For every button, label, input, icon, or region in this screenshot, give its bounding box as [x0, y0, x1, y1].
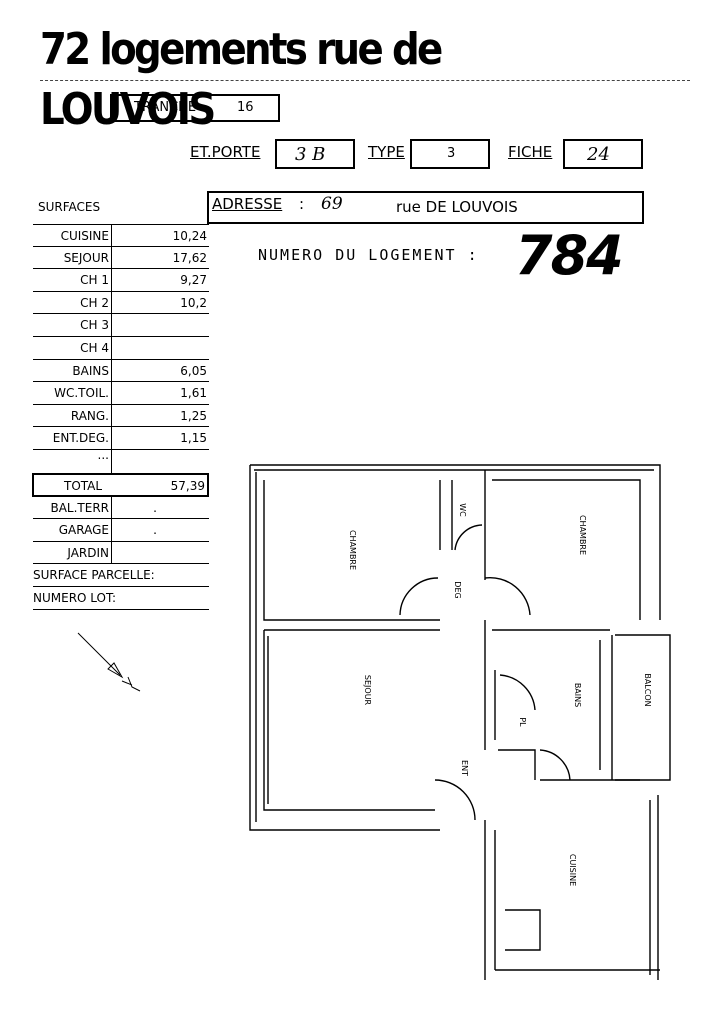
etporte-label: ET.PORTE: [190, 143, 261, 161]
table-row: CUISINE 10,24: [33, 224, 209, 247]
table-row: NUMERO LOT:: [33, 587, 209, 610]
adresse-label: ADRESSE: [212, 195, 283, 213]
fiche-box: 24: [563, 139, 643, 169]
table-row: BAL.TERR.: [33, 496, 209, 520]
table-row: ENT.DEG. 1,15: [33, 427, 209, 450]
lot-label: NUMERO LOT:: [33, 590, 117, 605]
table-row: CH 3: [33, 314, 209, 337]
room-label: BALCON: [643, 673, 652, 706]
row-value: 10,2: [180, 295, 207, 310]
tranche-box: TRANCHE 16: [110, 94, 280, 122]
row-name: BAL.TERR: [50, 500, 109, 515]
row-name: CH 2: [80, 295, 109, 310]
room-label: SEJOUR: [363, 675, 372, 706]
room-label: CUISINE: [568, 854, 577, 886]
table-row: CH 1 9,27: [33, 269, 209, 292]
adresse-number: 69: [321, 194, 343, 214]
room-label: DEG: [453, 581, 462, 598]
fiche-value: 24: [587, 144, 610, 165]
total-value: 57,39: [170, 478, 205, 493]
row-name: CH 3: [80, 318, 109, 333]
row-value: 1,25: [180, 408, 207, 423]
tranche-value: 16: [237, 100, 254, 115]
row-name: BAINS: [72, 363, 109, 378]
north-arrow-icon: [77, 632, 141, 692]
row-value: 17,62: [172, 250, 207, 265]
room-label: WC: [458, 503, 467, 517]
page-title: 72 logements rue de LOUVOIS: [40, 24, 443, 135]
total-label: TOTAL: [64, 478, 103, 493]
table-row: CH 4: [33, 336, 209, 360]
floor-plan: CHAMBRE CHAMBRE SEJOUR BAINS BALCON CUIS…: [249, 464, 671, 980]
row-value: 1,61: [180, 386, 207, 401]
type-box: 3: [410, 139, 490, 169]
row-value: .: [153, 500, 157, 515]
etporte-box: 3 B: [275, 139, 355, 169]
row-name: GARAGE: [58, 523, 109, 538]
table-row: CH 2 10,2: [33, 291, 209, 315]
fiche-label: FICHE: [508, 143, 553, 161]
table-row: RANG. 1,25: [33, 404, 209, 428]
parcelle-label: SURFACE PARCELLE:: [33, 568, 155, 583]
row-value: 1,15: [180, 431, 207, 446]
type-value: 3: [447, 146, 456, 161]
total-row: TOTAL 57,39: [32, 472, 209, 497]
surfaces-title: SURFACES: [38, 200, 101, 214]
row-name: CH 1: [80, 273, 109, 288]
row-name: CH 4: [80, 340, 109, 355]
tranche-label: TRANCHE: [134, 100, 197, 115]
row-value: 9,27: [180, 273, 207, 288]
row-value: 6,05: [180, 363, 207, 378]
etporte-value: 3 B: [295, 144, 326, 165]
table-row: WC.TOIL. 1,61: [33, 382, 209, 405]
row-name: RANG.: [70, 408, 109, 423]
logement-number: 784: [515, 224, 624, 287]
surfaces-table: CUISINE 10,24 SEJOUR 17,62 CH 1 9,27 CH 2 10…: [32, 224, 209, 610]
room-label: BAINS: [573, 683, 582, 707]
adresse-colon: :: [299, 195, 305, 213]
row-name: JARDIN: [67, 545, 109, 560]
row-name: SEJOUR: [63, 250, 109, 265]
room-label: PL: [518, 717, 527, 727]
adresse-street: rue DE LOUVOIS: [396, 198, 518, 216]
table-row: GARAGE.: [33, 519, 209, 542]
room-label: ENT: [460, 760, 469, 776]
table-row: SURFACE PARCELLE:: [33, 564, 209, 587]
table-row: BAINS 6,05: [33, 359, 209, 383]
type-label: TYPE: [368, 143, 405, 161]
room-label: CHAMBRE: [348, 530, 357, 570]
adresse-box: ADRESSE : 69 rue DE LOUVOIS: [207, 191, 644, 224]
row-name: CUISINE: [60, 229, 109, 243]
row-value: .: [153, 523, 157, 538]
row-name: ENT.DEG.: [52, 431, 109, 446]
row-name: WC.TOIL.: [54, 386, 109, 401]
row-name: ...: [97, 447, 109, 462]
row-value: 10,24: [172, 229, 207, 243]
table-row: ...: [33, 447, 209, 474]
table-row: SEJOUR 17,62: [33, 246, 209, 270]
title-underline: [40, 80, 690, 81]
room-label: CHAMBRE: [578, 515, 587, 555]
table-row: JARDIN: [33, 541, 209, 565]
logement-label: NUMERO DU LOGEMENT :: [258, 246, 479, 264]
